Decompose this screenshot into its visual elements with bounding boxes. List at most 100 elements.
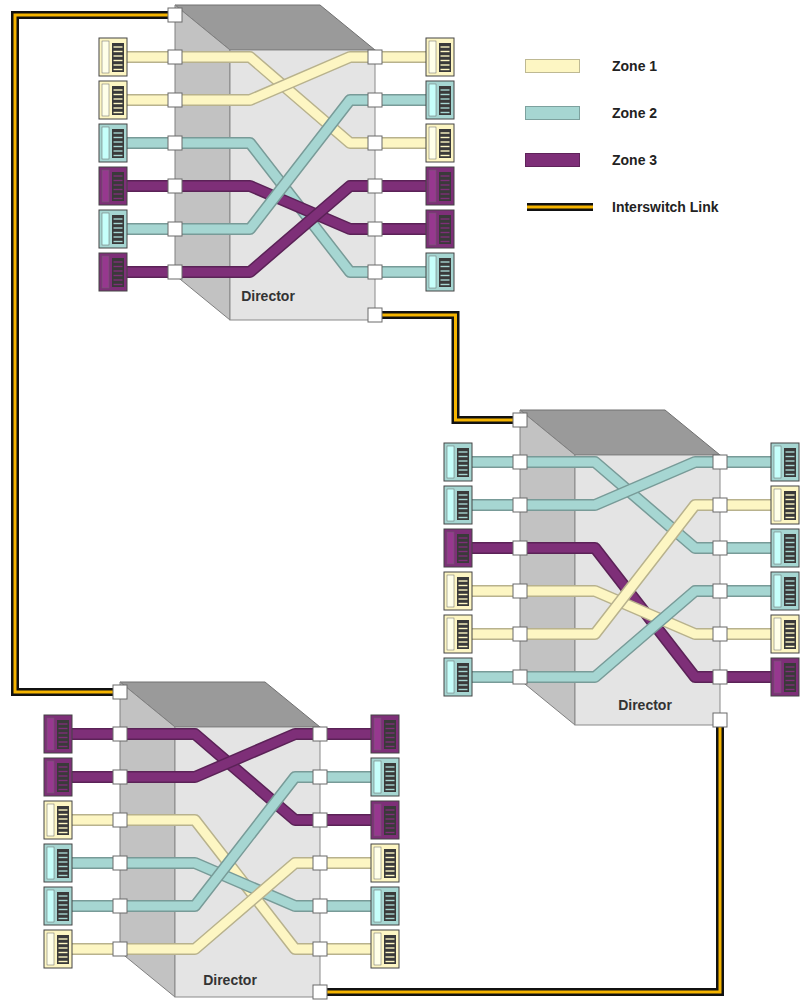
legend-label: Zone 1 bbox=[612, 53, 657, 79]
port-square bbox=[513, 541, 527, 555]
server-slot bbox=[786, 551, 795, 552]
server-panel bbox=[457, 534, 469, 563]
zone-band bbox=[72, 820, 371, 949]
server-icon bbox=[44, 887, 72, 925]
server-slot bbox=[59, 723, 68, 724]
server-case bbox=[771, 615, 799, 653]
server-icon bbox=[444, 486, 472, 524]
server-slot bbox=[786, 646, 795, 647]
server-slot bbox=[459, 517, 468, 518]
server-slot bbox=[114, 132, 123, 133]
link-casing bbox=[15, 15, 175, 692]
port-square bbox=[168, 8, 182, 22]
link-core bbox=[15, 15, 175, 692]
server-panel bbox=[439, 258, 451, 287]
server-slot bbox=[441, 275, 450, 276]
server-side bbox=[374, 847, 381, 879]
server-case bbox=[99, 167, 127, 205]
server-slot bbox=[386, 961, 395, 962]
server-icon bbox=[371, 844, 399, 882]
server-icon bbox=[771, 572, 799, 610]
server-side bbox=[374, 761, 381, 793]
port-square bbox=[713, 627, 727, 641]
server-slot bbox=[59, 814, 68, 815]
server-side bbox=[429, 170, 436, 202]
server-slot bbox=[786, 603, 795, 604]
server-slot bbox=[114, 223, 123, 224]
legend-label: Interswitch Link bbox=[612, 194, 719, 220]
server-slot bbox=[386, 732, 395, 733]
server-side bbox=[774, 532, 781, 564]
port-square bbox=[113, 770, 127, 784]
server-icon bbox=[771, 529, 799, 567]
server-slot bbox=[459, 675, 468, 676]
server-slot bbox=[459, 689, 468, 690]
server-icon bbox=[771, 443, 799, 481]
server-slot bbox=[459, 542, 468, 543]
server-slot bbox=[459, 451, 468, 452]
server-slot bbox=[441, 218, 450, 219]
server-slot bbox=[441, 112, 450, 113]
server-panel bbox=[112, 129, 124, 158]
port-square bbox=[513, 413, 527, 427]
server-slot bbox=[59, 780, 68, 781]
zone-band-edge bbox=[127, 57, 426, 143]
port-square bbox=[368, 222, 382, 236]
port-square bbox=[168, 136, 182, 150]
port-square bbox=[313, 942, 327, 956]
legend-label: Zone 2 bbox=[612, 100, 657, 126]
server-slot bbox=[59, 956, 68, 957]
server-slot bbox=[114, 241, 123, 242]
server-slot bbox=[459, 585, 468, 586]
server-case bbox=[99, 124, 127, 162]
server-slot bbox=[386, 784, 395, 785]
server-case bbox=[44, 715, 72, 753]
server-slot bbox=[114, 150, 123, 151]
port-square bbox=[313, 770, 327, 784]
server-icon bbox=[99, 210, 127, 248]
server-slot bbox=[386, 814, 395, 815]
server-slot bbox=[386, 956, 395, 957]
zone-band bbox=[127, 100, 426, 229]
server-case bbox=[371, 930, 399, 968]
server-side bbox=[47, 718, 54, 750]
server-slot bbox=[441, 155, 450, 156]
server-slot bbox=[114, 275, 123, 276]
server-slot bbox=[441, 46, 450, 47]
server-icon bbox=[371, 758, 399, 796]
server-side bbox=[47, 804, 54, 836]
server-slot bbox=[114, 64, 123, 65]
server-slot bbox=[59, 947, 68, 948]
server-slot bbox=[459, 456, 468, 457]
server-slot bbox=[59, 728, 68, 729]
port-square bbox=[513, 670, 527, 684]
server-slot bbox=[59, 809, 68, 810]
server-panel bbox=[784, 663, 796, 692]
server-slot bbox=[386, 943, 395, 944]
server-slot bbox=[114, 189, 123, 190]
server-slot bbox=[441, 69, 450, 70]
server-slot bbox=[441, 284, 450, 285]
legend-line-core bbox=[527, 206, 593, 209]
server-case bbox=[371, 758, 399, 796]
server-side bbox=[374, 718, 381, 750]
server-slot bbox=[459, 560, 468, 561]
server-slot bbox=[386, 852, 395, 853]
server-side bbox=[447, 446, 454, 478]
server-slot bbox=[59, 746, 68, 747]
legend-swatch bbox=[525, 59, 580, 73]
server-case bbox=[426, 81, 454, 119]
port-square bbox=[368, 136, 382, 150]
server-slot bbox=[59, 737, 68, 738]
interswitch-link bbox=[15, 15, 175, 692]
server-case bbox=[771, 529, 799, 567]
server-case bbox=[771, 658, 799, 696]
zone-band bbox=[127, 143, 426, 272]
server-side bbox=[374, 933, 381, 965]
port-square bbox=[513, 627, 527, 641]
zone-band bbox=[472, 505, 771, 634]
server-slot bbox=[386, 947, 395, 948]
server-panel bbox=[784, 448, 796, 477]
interswitch-link bbox=[320, 720, 720, 992]
server-panel bbox=[457, 448, 469, 477]
